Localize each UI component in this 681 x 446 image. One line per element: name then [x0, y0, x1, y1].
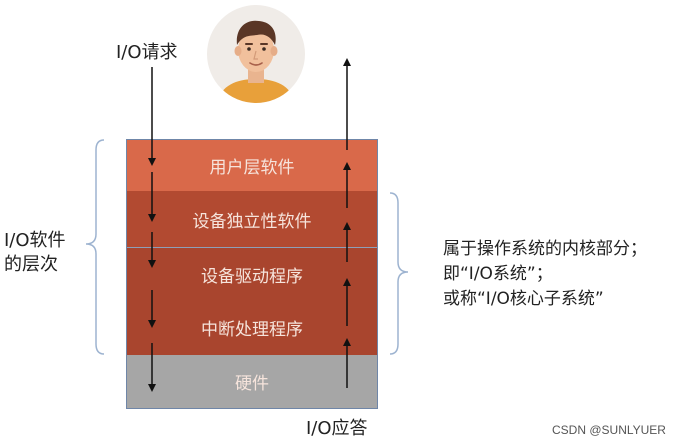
layer-hardware: 硬件	[127, 355, 377, 408]
layer-hardware-label: 硬件	[235, 374, 269, 394]
watermark: CSDN @SUNLYUER	[552, 423, 666, 437]
layer-user-software: 用户层软件	[127, 140, 377, 191]
layer-user-software-label: 用户层软件	[209, 158, 295, 178]
user-avatar-icon	[207, 5, 305, 103]
layer-device-driver: 设备驱动程序	[127, 247, 377, 300]
kernel-note-line1: 属于操作系统的内核部分；	[443, 239, 647, 259]
layer-device-independent-software-label: 设备独立性软件	[192, 211, 312, 232]
io-software-levels-label-line1: I/O软件	[4, 230, 66, 251]
io-request-label: I/O请求	[116, 42, 178, 63]
layer-interrupt-handler: 中断处理程序	[127, 300, 377, 355]
left-brace	[85, 139, 105, 355]
right-brace	[389, 192, 409, 355]
layer-device-independent-software: 设备独立性软件	[127, 191, 377, 247]
kernel-note-line3: 或称“I/O核心子系统”	[443, 289, 604, 309]
io-software-levels-label-line2: 的层次	[4, 254, 58, 275]
layer-interrupt-handler-label: 中断处理程序	[201, 320, 303, 340]
layer-device-driver-label: 设备驱动程序	[201, 266, 303, 287]
kernel-note-line2: 即“I/O系统”；	[443, 264, 553, 284]
io-response-label: I/O应答	[306, 418, 368, 439]
